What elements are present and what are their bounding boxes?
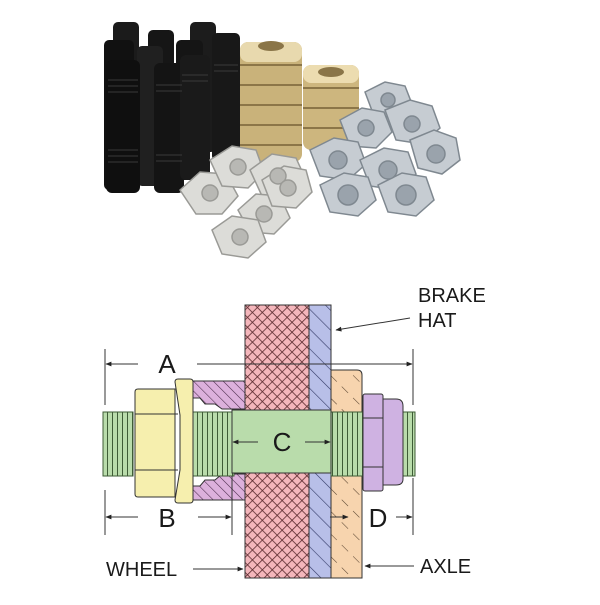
wheel-callout: WHEEL [106,559,244,581]
stud-diagram: A B C D BRAKE HAT [102,285,486,581]
stud-thread-end [402,411,416,477]
spacer-bottom [191,473,246,501]
dimension-c-label: C [273,427,292,457]
black-studs [104,22,240,193]
lug-nut [134,378,194,504]
dimension-b: B [104,476,233,535]
brake-hat-callout: BRAKE HAT [335,285,486,332]
axle-label: AXLE [420,556,471,578]
dimension-b-label: B [158,503,175,533]
spacer-top [191,380,246,410]
dimension-c: C [232,427,331,457]
silver-lug-nuts [179,145,313,259]
zinc-flange-nuts [309,81,461,217]
dimension-a-label: A [158,349,176,379]
dimension-a: A [104,349,414,405]
axle-nut [362,393,404,492]
brake-hat-label-line1: BRAKE [418,285,486,307]
dimension-d-label: D [369,503,388,533]
dimension-d: D [330,478,414,535]
stud-thread-mid [191,411,235,477]
stud-thread-left [102,411,134,477]
stud-thread-right [330,411,364,477]
axle-callout: AXLE [364,556,471,578]
brake-hat-label-line2: HAT [418,310,457,332]
wheel-label: WHEEL [106,559,177,581]
product-photo [104,22,461,259]
